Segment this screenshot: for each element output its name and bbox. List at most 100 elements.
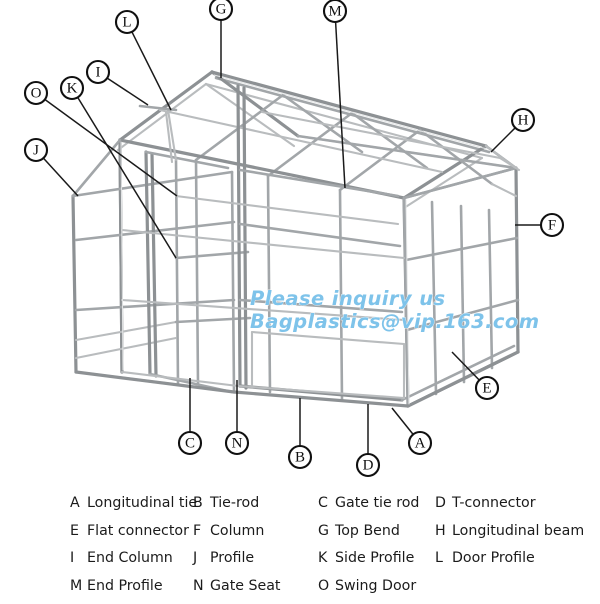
callout-letter-o: O	[31, 86, 42, 102]
callout-n: N	[224, 380, 250, 456]
callout-marker-d[interactable]	[355, 452, 381, 478]
callout-h: H	[490, 107, 536, 153]
callout-letter-j: J	[33, 143, 39, 159]
legend-item-a: A Longitudinal tie	[70, 494, 197, 512]
legend-label-j: Profile	[210, 550, 255, 566]
callout-e: E	[451, 351, 500, 401]
legend-item-f: F Column	[193, 522, 264, 540]
callout-letter-g: G	[216, 2, 227, 18]
callout-marker-a[interactable]	[407, 430, 433, 456]
callout-letter-b: B	[295, 450, 305, 466]
legend-label-g: Top Bend	[335, 522, 400, 539]
legend-key-h: H	[435, 522, 446, 539]
leader-line-e	[451, 351, 480, 381]
callout-marker-o[interactable]	[23, 80, 49, 106]
frame-centre-partition	[236, 84, 404, 390]
callout-letter-l: L	[122, 15, 131, 31]
callout-f: F	[515, 212, 565, 238]
leader-line-i	[106, 77, 149, 106]
frame-interior-rails	[120, 194, 406, 322]
legend-key-j: J	[193, 550, 198, 566]
callout-marker-h[interactable]	[510, 107, 536, 133]
callout-letter-k: K	[67, 81, 78, 97]
legend-item-g: G Top Bend	[318, 522, 400, 540]
callout-letter-e: E	[482, 381, 491, 397]
callout-marker-g[interactable]	[208, 0, 234, 22]
legend-key-c: C	[318, 495, 328, 511]
callout-letter-d: D	[363, 458, 374, 474]
frame-base-ties	[74, 330, 520, 408]
leader-line-m	[334, 21, 346, 189]
callout-marker-k[interactable]	[59, 75, 85, 101]
legend-key-o: O	[318, 577, 330, 594]
legend-label-f: Column	[210, 522, 265, 539]
legend-label-b: Tie-rod	[210, 495, 260, 511]
legend-key-l: L	[435, 550, 443, 566]
legend-item-j: J Profile	[193, 549, 254, 567]
callout-d: D	[355, 404, 381, 478]
leader-line-h	[490, 127, 516, 153]
legend-key-m: M	[70, 577, 83, 594]
legend-label-i: End Column	[87, 550, 173, 566]
legend-key-g: G	[318, 522, 329, 539]
legend-label-e: Flat connector	[87, 522, 189, 539]
callout-a: A	[391, 407, 433, 456]
callout-k: K	[59, 75, 177, 259]
legend-label-a: Longitudinal tie	[87, 495, 198, 511]
legend-key-f: F	[193, 522, 202, 539]
greenhouse-frame	[71, 70, 521, 408]
callout-c: C	[177, 378, 203, 456]
callout-marker-l[interactable]	[114, 9, 140, 35]
callout-marker-b[interactable]	[287, 444, 313, 470]
leader-line-l	[131, 31, 172, 111]
callout-layer: L G M I K O J H F E A D B N C	[23, 0, 565, 478]
legend-label-k: Side Profile	[335, 550, 415, 566]
legend-key-d: D	[435, 495, 446, 511]
callout-i: I	[85, 59, 149, 106]
legend-item-c: C Gate tie rod	[318, 494, 419, 512]
frame-back-wall	[484, 144, 521, 198]
legend-label-h: Longitudinal beam	[452, 522, 585, 539]
legend-item-h: H Longitudinal beam	[435, 522, 584, 540]
callout-letter-i: I	[96, 65, 101, 81]
callout-m: M	[322, 0, 348, 189]
callout-letter-n: N	[232, 436, 243, 452]
callout-b: B	[287, 398, 313, 470]
callout-letter-m: M	[328, 4, 341, 20]
callout-marker-c[interactable]	[177, 430, 203, 456]
callout-letter-f: F	[548, 218, 556, 234]
frame-interior-columns	[194, 158, 410, 408]
callout-letter-a: A	[415, 436, 426, 452]
legend-label-d: T-connector	[452, 495, 536, 511]
watermark-line-1: Please inquiry us	[250, 287, 445, 310]
legend-item-o: O Swing Door	[318, 577, 416, 595]
callout-marker-f[interactable]	[539, 212, 565, 238]
callout-letter-h: H	[518, 113, 529, 129]
leader-line-a	[391, 407, 414, 435]
leader-line-o	[44, 98, 178, 197]
legend-label-c: Gate tie rod	[335, 495, 420, 511]
callout-marker-i[interactable]	[85, 59, 111, 85]
callout-marker-m[interactable]	[322, 0, 348, 24]
legend-label-o: Swing Door	[335, 577, 417, 594]
callout-marker-n[interactable]	[224, 430, 250, 456]
callout-l: L	[114, 9, 172, 111]
callout-o: O	[23, 80, 178, 197]
legend-key-a: A	[70, 495, 80, 511]
callout-marker-j[interactable]	[23, 137, 49, 163]
callout-marker-e[interactable]	[474, 375, 500, 401]
frame-longitudinal-beams	[118, 134, 520, 408]
legend-label-m: End Profile	[87, 577, 163, 594]
callout-g: G	[208, 0, 234, 78]
